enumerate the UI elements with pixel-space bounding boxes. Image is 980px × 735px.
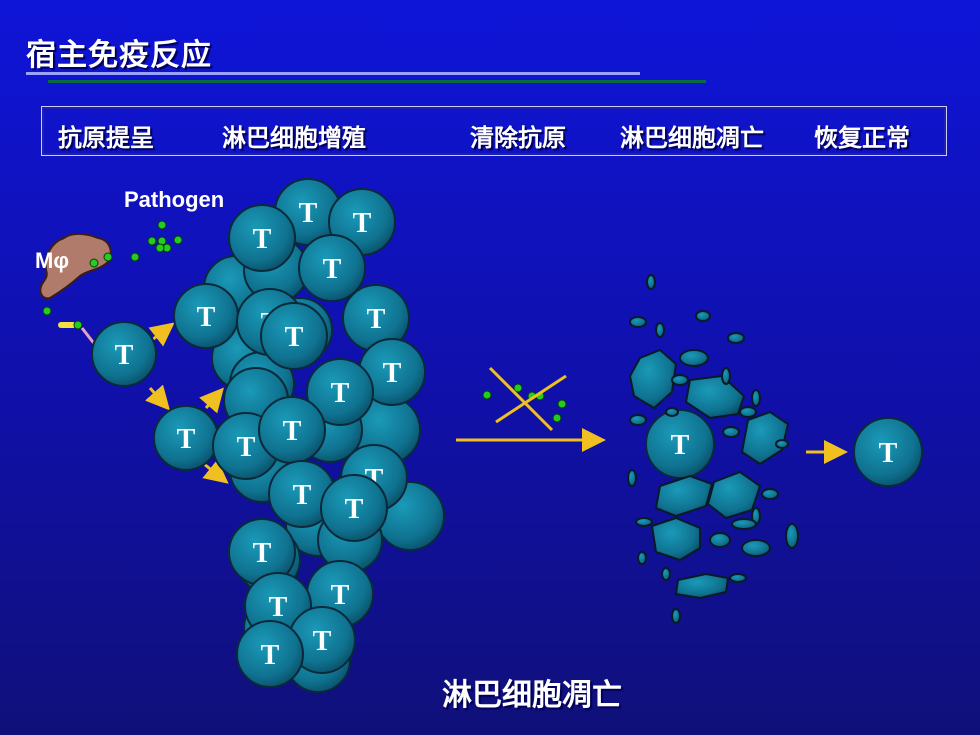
page-title: 宿主免疫反应	[26, 38, 212, 73]
t-cell-label: T	[253, 538, 272, 569]
t-cell-label: T	[283, 416, 302, 447]
t-cell: T	[853, 417, 923, 487]
stage-recovery: 恢复正常	[814, 124, 910, 152]
t-cell-label: T	[299, 198, 318, 229]
stage-lymphocyte-apoptosis: 淋巴细胞凋亡	[620, 124, 764, 152]
t-cell-label: T	[261, 640, 280, 671]
stage-antigen-clearance: 清除抗原	[470, 124, 566, 152]
t-cell: T	[268, 460, 336, 528]
t-cell: T	[260, 302, 328, 370]
t-cell-body	[228, 204, 296, 272]
title-underline	[26, 72, 640, 75]
t-cell: T	[236, 620, 304, 688]
t-cell-label: T	[383, 358, 402, 389]
t-cell-label: T	[313, 626, 332, 657]
t-cell: T	[645, 409, 715, 479]
clearance-cross-icon	[488, 366, 567, 432]
t-cell-label: T	[237, 432, 256, 463]
t-cell: T	[306, 358, 374, 426]
t-cell-body	[236, 620, 304, 688]
t-cell-label: T	[331, 378, 350, 409]
t-cell-label: T	[367, 304, 386, 335]
t-cell-label: T	[285, 322, 304, 353]
activation-arrows	[145, 322, 848, 484]
t-cell-label: T	[115, 340, 134, 371]
stage-lymphocyte-proliferation: 淋巴细胞增殖	[222, 124, 366, 152]
t-cell-label: T	[269, 592, 288, 623]
caption-apoptosis: 淋巴细胞凋亡	[442, 678, 622, 713]
stage-bar	[41, 106, 947, 156]
t-cell-label: T	[177, 424, 196, 455]
apoptotic-fragments	[627, 274, 799, 624]
title-underline-accent	[48, 80, 706, 83]
t-cell: T	[320, 474, 388, 542]
t-cell: T	[228, 518, 296, 586]
t-cell-body	[645, 409, 715, 479]
t-cell: T	[91, 321, 157, 387]
t-cells: TTTTTTTTTTTTTTTTTTTTTTTT	[91, 178, 923, 688]
t-cell-label: T	[353, 208, 372, 239]
stage-antigen-presentation: 抗原提呈	[58, 124, 154, 152]
macrophage-label: Mφ	[35, 248, 69, 273]
t-cell-label: T	[331, 580, 350, 611]
t-cell-label: T	[323, 254, 342, 285]
t-cell-body	[853, 417, 923, 487]
t-cell-label: T	[197, 302, 216, 333]
t-cell: T	[153, 405, 219, 471]
pathogen-dots	[42, 220, 567, 423]
pathogen-label: Pathogen	[124, 187, 224, 212]
t-cell-label: T	[879, 438, 898, 469]
t-cell-body	[260, 302, 328, 370]
macrophage-cell	[39, 232, 112, 300]
t-cell-label: T	[293, 480, 312, 511]
t-cell: T	[228, 204, 296, 272]
t-cell-label: T	[345, 494, 364, 525]
t-cell-body	[298, 234, 366, 302]
t-cell: T	[173, 283, 239, 349]
t-cell-body	[320, 474, 388, 542]
antigen-receptor	[58, 322, 76, 328]
t-cell-label: T	[671, 430, 690, 461]
t-cell: T	[298, 234, 366, 302]
t-cell: T	[358, 338, 426, 406]
t-cell-body	[91, 321, 157, 387]
t-cell-label: T	[253, 224, 272, 255]
t-cell-body	[306, 358, 374, 426]
t-cell: T	[258, 396, 326, 464]
